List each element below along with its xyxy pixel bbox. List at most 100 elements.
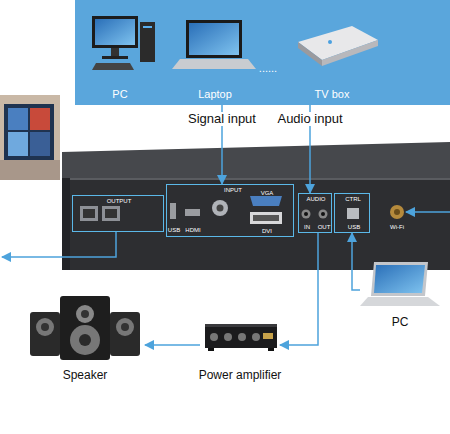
led-screen-photo	[4, 104, 54, 160]
device-ports	[302, 210, 311, 219]
speaker-illustration	[121, 323, 129, 331]
pc-illustration	[143, 26, 152, 28]
device-ports	[80, 206, 98, 221]
power-amplifier-illustration	[263, 333, 273, 339]
node-caption: PC	[392, 316, 409, 329]
port-group-box: AUDIOINOUT	[298, 193, 332, 233]
pc-illustration	[92, 16, 138, 48]
laptop-illustration	[189, 23, 239, 55]
laptop-pc-illustration	[360, 297, 440, 306]
controller-panel: Wi-FiOUTPUTINPUTUSBHDMIVGADVIAUDIOINOUTC…	[60, 142, 450, 272]
band-text: ......	[259, 62, 277, 74]
device-ports	[80, 196, 404, 224]
laptop-pc-illustration	[371, 262, 428, 296]
tv-box-illustration	[328, 40, 332, 44]
controller-device	[62, 178, 450, 270]
pc-illustration	[95, 19, 135, 45]
power-amplifier-illustration	[205, 324, 277, 351]
signal-connector	[280, 233, 318, 345]
power-amplifier-illustration	[208, 348, 214, 351]
device-ports	[250, 196, 282, 206]
node-caption: Speaker	[63, 369, 108, 382]
device-ports	[217, 205, 224, 212]
controller-device	[62, 142, 450, 270]
port-label: DVI	[262, 228, 272, 235]
speaker-illustration	[41, 323, 49, 331]
panel-label: CTRL	[345, 196, 361, 203]
power-amplifier-illustration	[224, 333, 232, 341]
speaker-illustration	[30, 312, 60, 356]
connector-label: Signal input	[187, 112, 257, 126]
pc-illustration	[102, 56, 128, 59]
led-screen-photo	[30, 108, 50, 130]
speaker-illustration	[79, 334, 91, 346]
pc-illustration	[111, 48, 119, 56]
port-label: USB	[168, 227, 180, 234]
device-label: Laptop	[198, 88, 232, 100]
controller-device	[62, 142, 450, 178]
laptop-pc-illustration	[360, 262, 440, 306]
source-device: PC	[85, 6, 157, 104]
pc-node: PC	[360, 255, 440, 333]
laptop-illustration	[172, 20, 256, 69]
laptop-pc-illustration	[374, 265, 425, 293]
port-label: VGA	[261, 190, 274, 197]
device-ports	[253, 215, 279, 221]
port-group-box: CTRL USB	[334, 193, 370, 233]
speaker-illustration	[76, 305, 94, 323]
panel-label: OUTPUT	[107, 198, 132, 205]
device-ports	[394, 209, 400, 215]
speaker-illustration	[110, 312, 140, 356]
port-group-box: INPUTUSBHDMIVGADVI	[166, 184, 294, 237]
port-label: HDMI	[185, 227, 200, 234]
power-amplifier-illustration	[252, 333, 260, 341]
speaker-node: Speaker	[25, 290, 145, 386]
device-label: TV box	[315, 88, 350, 100]
device-ports	[321, 212, 325, 216]
tv-box-illustration	[298, 26, 378, 66]
device-ports	[390, 205, 404, 219]
laptop-illustration	[172, 59, 256, 69]
port-label: IN	[304, 224, 310, 231]
tv-box-illustration	[322, 40, 378, 66]
led-screen-photo	[0, 95, 60, 180]
device-ports	[319, 210, 328, 219]
source-device: Laptop	[170, 6, 265, 104]
device-ports	[185, 209, 200, 216]
speaker-illustration	[60, 296, 110, 360]
power-amplifier-illustration	[205, 324, 277, 327]
source-band	[75, 0, 450, 105]
pc-illustration	[92, 16, 155, 70]
power-amplifier-illustration	[268, 348, 274, 351]
device-ports	[304, 212, 308, 216]
power-amplifier-illustration	[238, 333, 246, 341]
amplifier-node: Power amplifier	[200, 318, 280, 386]
device-ports	[250, 212, 282, 224]
device-ports	[212, 200, 228, 216]
speaker-illustration	[81, 310, 89, 318]
wifi-wire	[406, 211, 450, 213]
port-label: USB	[348, 224, 360, 231]
speaker-illustration	[70, 325, 100, 355]
source-device: TV box	[290, 6, 382, 104]
led-screen-photo	[0, 95, 60, 180]
speaker-illustration	[116, 318, 134, 336]
device-ports	[102, 206, 120, 221]
signal-connector	[145, 344, 200, 346]
connector-label: Audio input	[276, 112, 343, 126]
controller-device	[62, 178, 450, 180]
port-label: OUT	[318, 224, 331, 231]
controller-device	[62, 178, 70, 270]
tv-box-illustration	[298, 42, 322, 66]
speaker-illustration	[36, 318, 54, 336]
port-group-box: OUTPUT	[72, 195, 164, 232]
port-label: Wi-Fi	[390, 224, 404, 231]
power-amplifier-illustration	[205, 324, 277, 348]
led-screen-photo	[8, 108, 28, 130]
source-band: ...... PC Laptop TV box	[75, 0, 450, 105]
led-screen-photo	[30, 132, 50, 156]
